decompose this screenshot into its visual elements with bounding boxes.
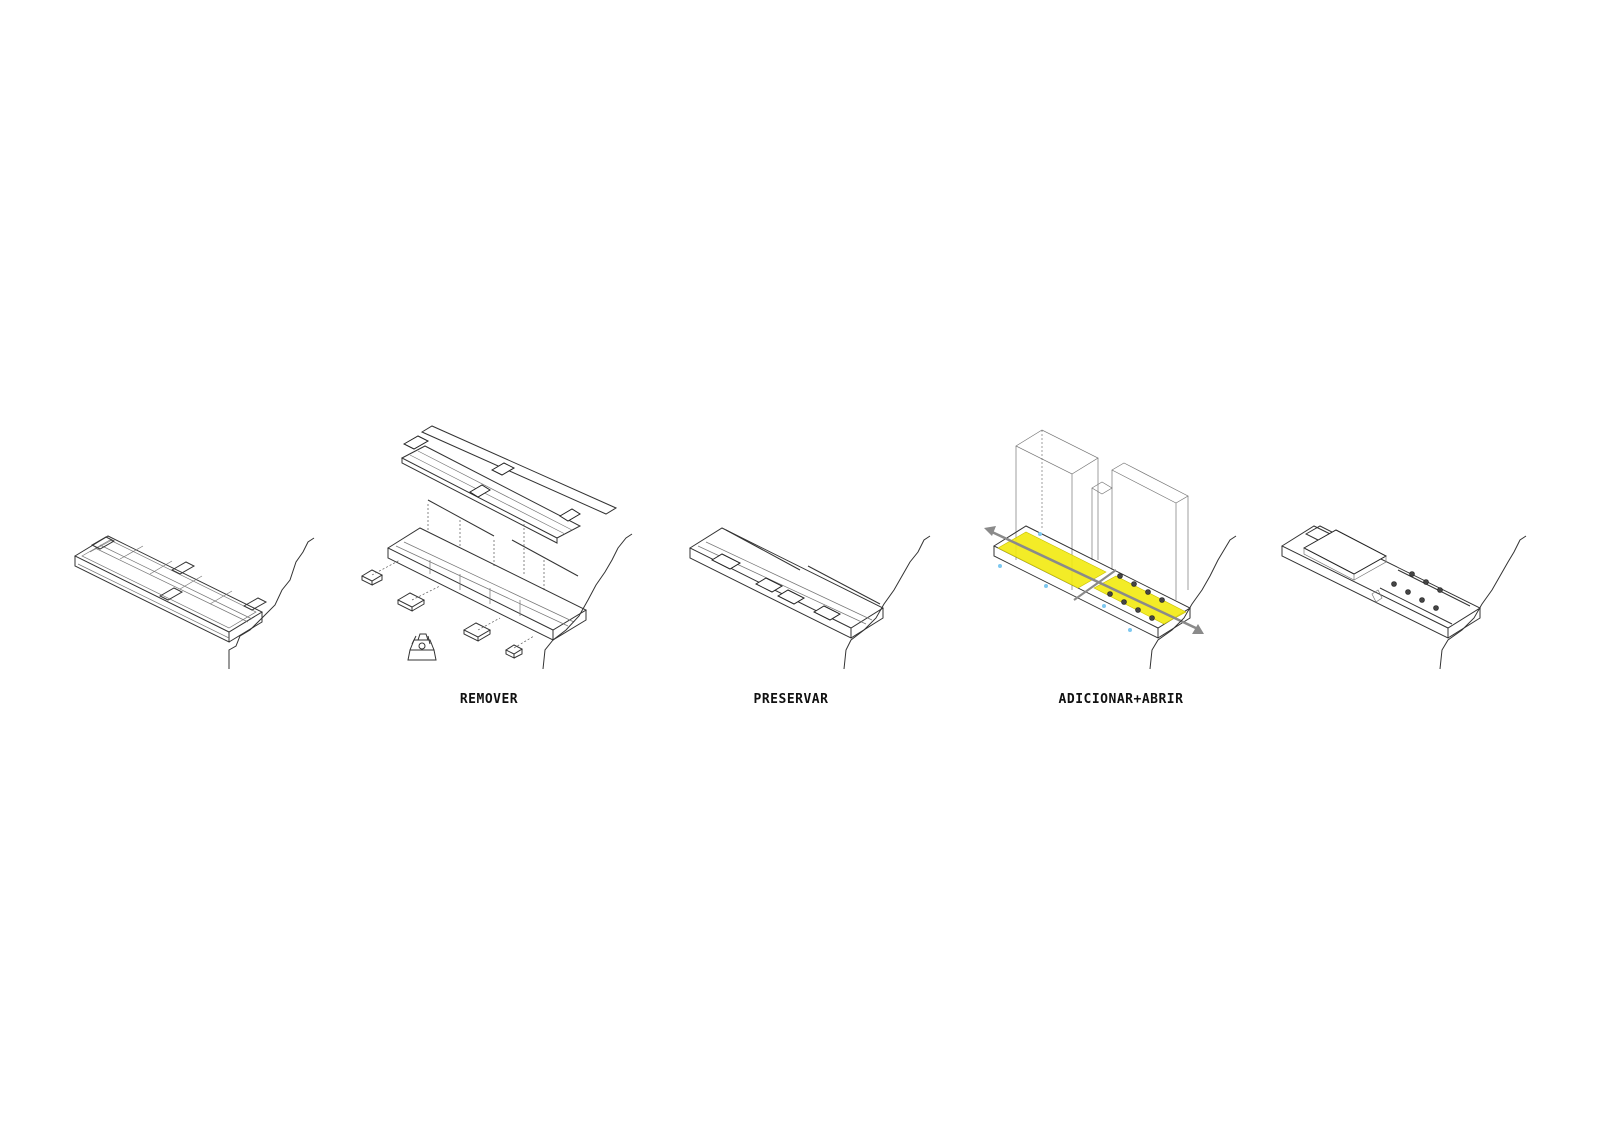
vertical-guides: [427, 504, 545, 590]
removed-blocks: [360, 559, 535, 659]
preserved-base: [386, 527, 588, 641]
label-remove: REMOVER: [459, 692, 519, 707]
panel-preserve: [688, 527, 931, 670]
coastline: [228, 537, 315, 669]
trash-icon-illustration: [407, 633, 437, 661]
label-add-open: ADICIONAR+ABRIR: [1058, 692, 1184, 707]
panel-existing: [73, 535, 315, 669]
coastline: [1149, 535, 1237, 670]
new-columns: [1107, 573, 1165, 621]
label-preserve: PRESERVAR: [753, 692, 829, 707]
opening-arrows: [984, 526, 1204, 634]
building-block: [1280, 525, 1482, 639]
access-markers: [998, 532, 1132, 632]
building-block: [688, 527, 885, 639]
panel-add-open: [984, 429, 1237, 670]
removed-rails: [427, 499, 579, 577]
new-plaza-block: [1302, 529, 1388, 581]
panel-result: [1280, 525, 1527, 670]
removed-roof: [400, 425, 618, 544]
panel-remove: [360, 425, 633, 670]
new-towers: [1015, 429, 1189, 600]
new-columns: [1379, 569, 1471, 625]
building-block: [73, 535, 268, 643]
coastline: [843, 535, 931, 670]
coastline: [1439, 535, 1527, 670]
preserved-blocks: [710, 553, 842, 621]
coastline: [542, 533, 633, 670]
